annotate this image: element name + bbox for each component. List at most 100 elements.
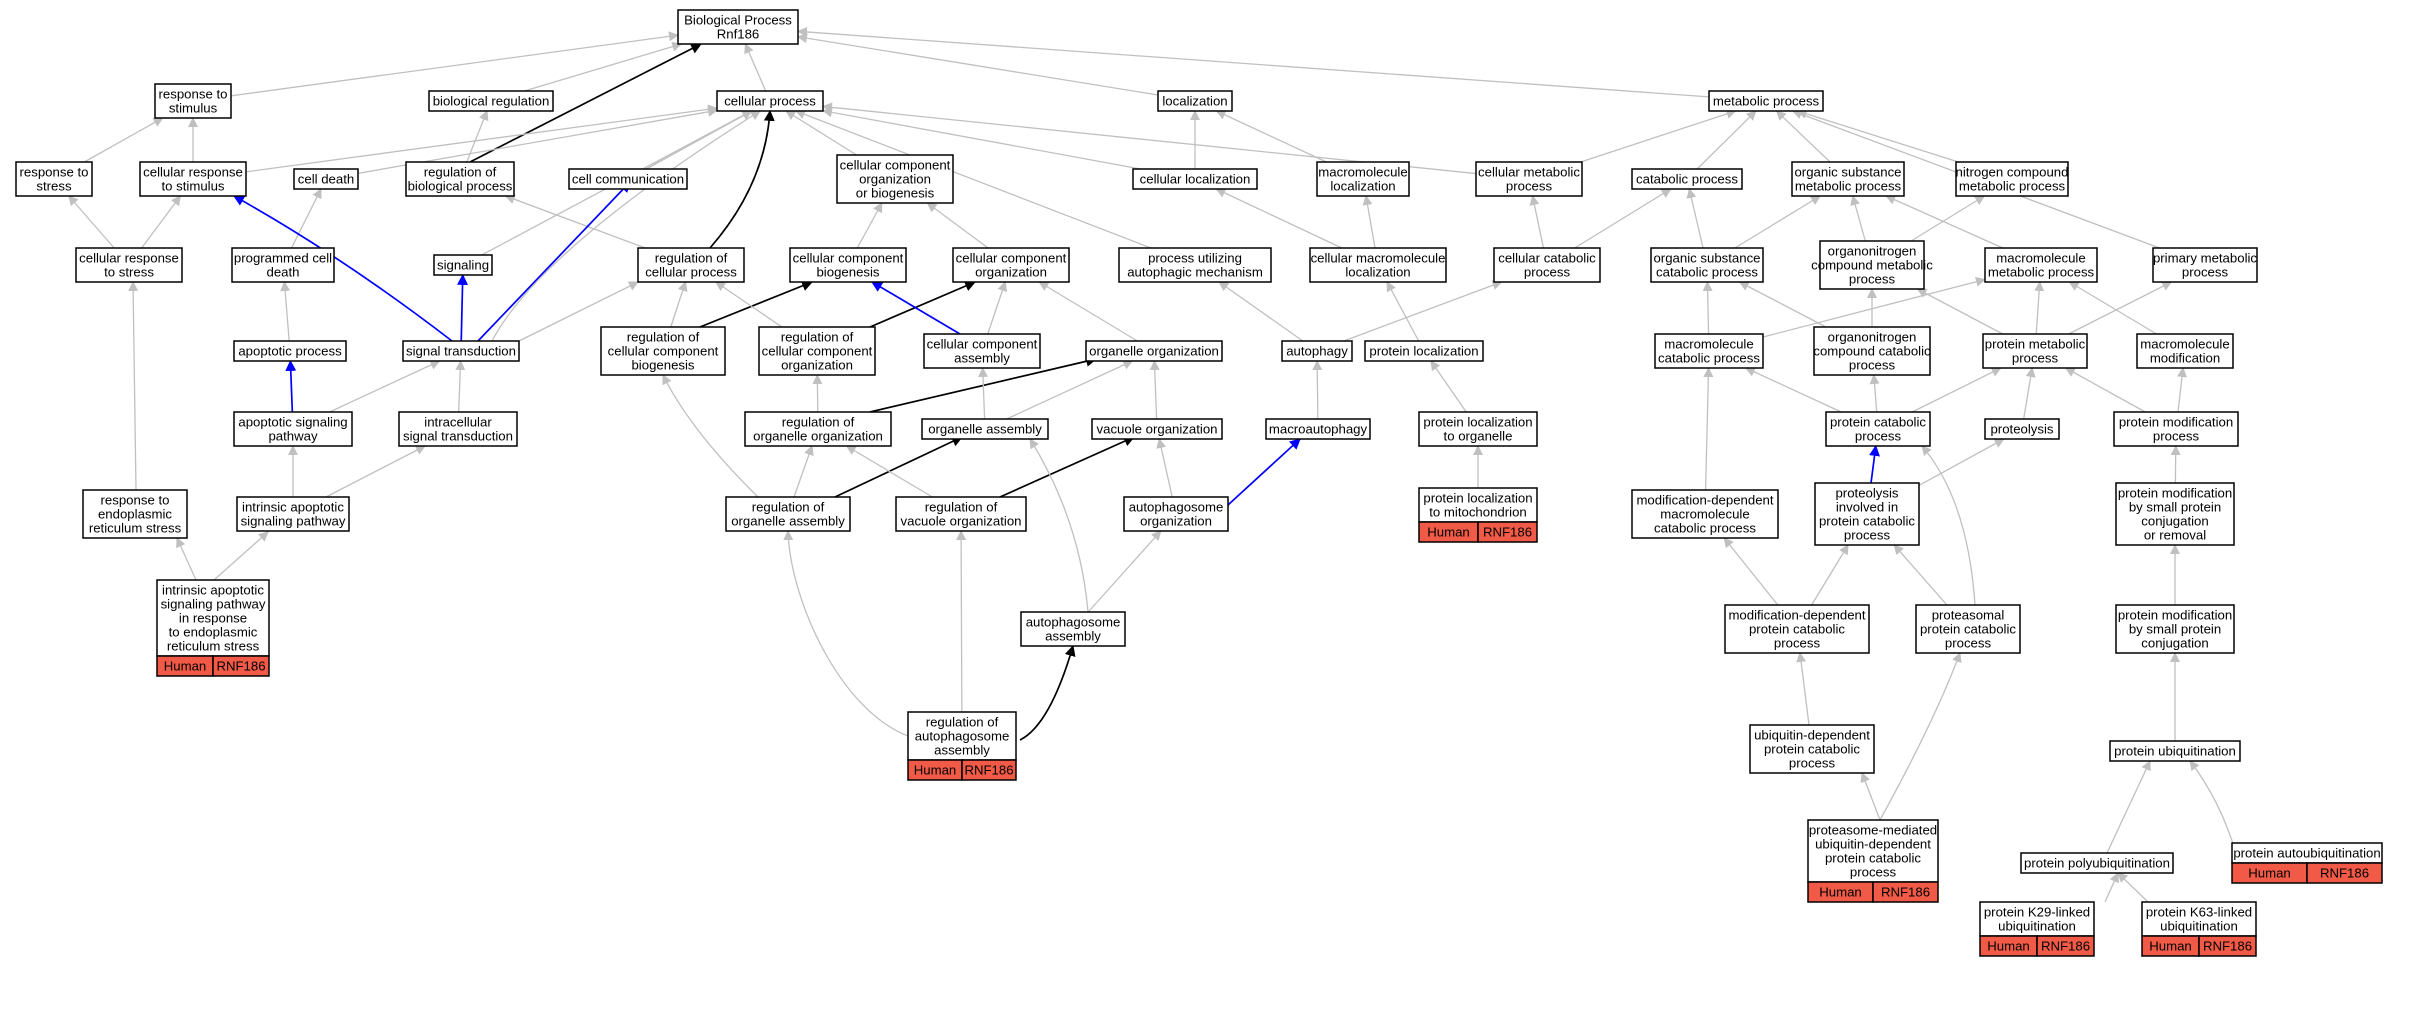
go-term-autophagy[interactable]: autophagy [1281,340,1353,362]
go-term-label: process [1524,265,1571,280]
go-term-mod_dep_macro_catab[interactable]: modification-dependentmacromoleculecatab… [1631,489,1779,539]
go-term-sig_trans[interactable]: signal transduction [402,340,520,362]
go-term-macroautophagy[interactable]: macroautophagy [1265,418,1371,440]
go-term-label: autophagic mechanism [1127,265,1263,280]
go-term-bio_reg[interactable]: biological regulation [428,90,554,112]
go-term-cell_loc[interactable]: cellular localization [1132,168,1258,190]
go-term-met_proc[interactable]: metabolic process [1708,90,1824,112]
go-term-box [1281,340,1353,362]
edge-organonitro_met-to-org_sub_met [1850,195,1866,242]
go-term-label: protein catabolic [1920,622,2016,637]
go-term-box [789,247,907,283]
go-term-prot_polyubiq[interactable]: protein polyubiquitination [2020,852,2174,874]
go-term-catab[interactable]: catabolic process [1631,168,1743,190]
go-term-box [1654,333,1764,369]
edge-prot_mod-to-macro_mod [2177,367,2187,413]
go-term-org_assembly[interactable]: organelle assembly [921,418,1049,440]
go-term-proteasome_med[interactable]: proteasome-mediatedubiquitin-dependentpr… [1807,819,1939,903]
edge-reg_bio_proc-to-bp [469,43,702,163]
go-term-localization[interactable]: localization [1157,90,1233,112]
edge-prot_k29-to-prot_polyubiq [2104,872,2119,903]
go-term-cell_comm[interactable]: cell communication [568,168,688,190]
go-term-label: cellular response [143,165,243,180]
edge-macro_catab-to-org_sub_catab [1702,281,1713,335]
go-term-prot_ubiq[interactable]: protein ubiquitination [2109,740,2241,762]
go-term-label: protein catabolic [1819,514,1915,529]
go-term-vac_org[interactable]: vacuole organization [1091,418,1223,440]
go-term-signaling[interactable]: signaling [433,254,493,276]
go-term-cell_proc[interactable]: cellular process [716,90,824,112]
go-term-label: protein modification [2119,415,2233,430]
go-term-box [1364,340,1484,362]
go-term-label: signaling [437,258,489,273]
edge-cell_macro_loc-to-macro_loc [1362,195,1376,249]
go-term-prot_loc[interactable]: protein localization [1364,340,1484,362]
go-term-organelle_org[interactable]: organelle organization [1085,340,1223,362]
go-term-apoptotic[interactable]: apoptotic process [233,340,347,362]
go-term-label: by small protein [2129,500,2221,515]
annotation-gene-cell [2198,935,2257,957]
go-term-box [921,418,1049,440]
go-term-cell_death[interactable]: cell death [293,168,359,190]
go-term-label: organelle organization [753,429,883,444]
go-term-label: regulation of [424,165,497,180]
go-term-label: biological process [408,179,513,194]
go-term-proteolysis[interactable]: proteolysis [1984,418,2060,440]
go-term-box [82,489,188,539]
